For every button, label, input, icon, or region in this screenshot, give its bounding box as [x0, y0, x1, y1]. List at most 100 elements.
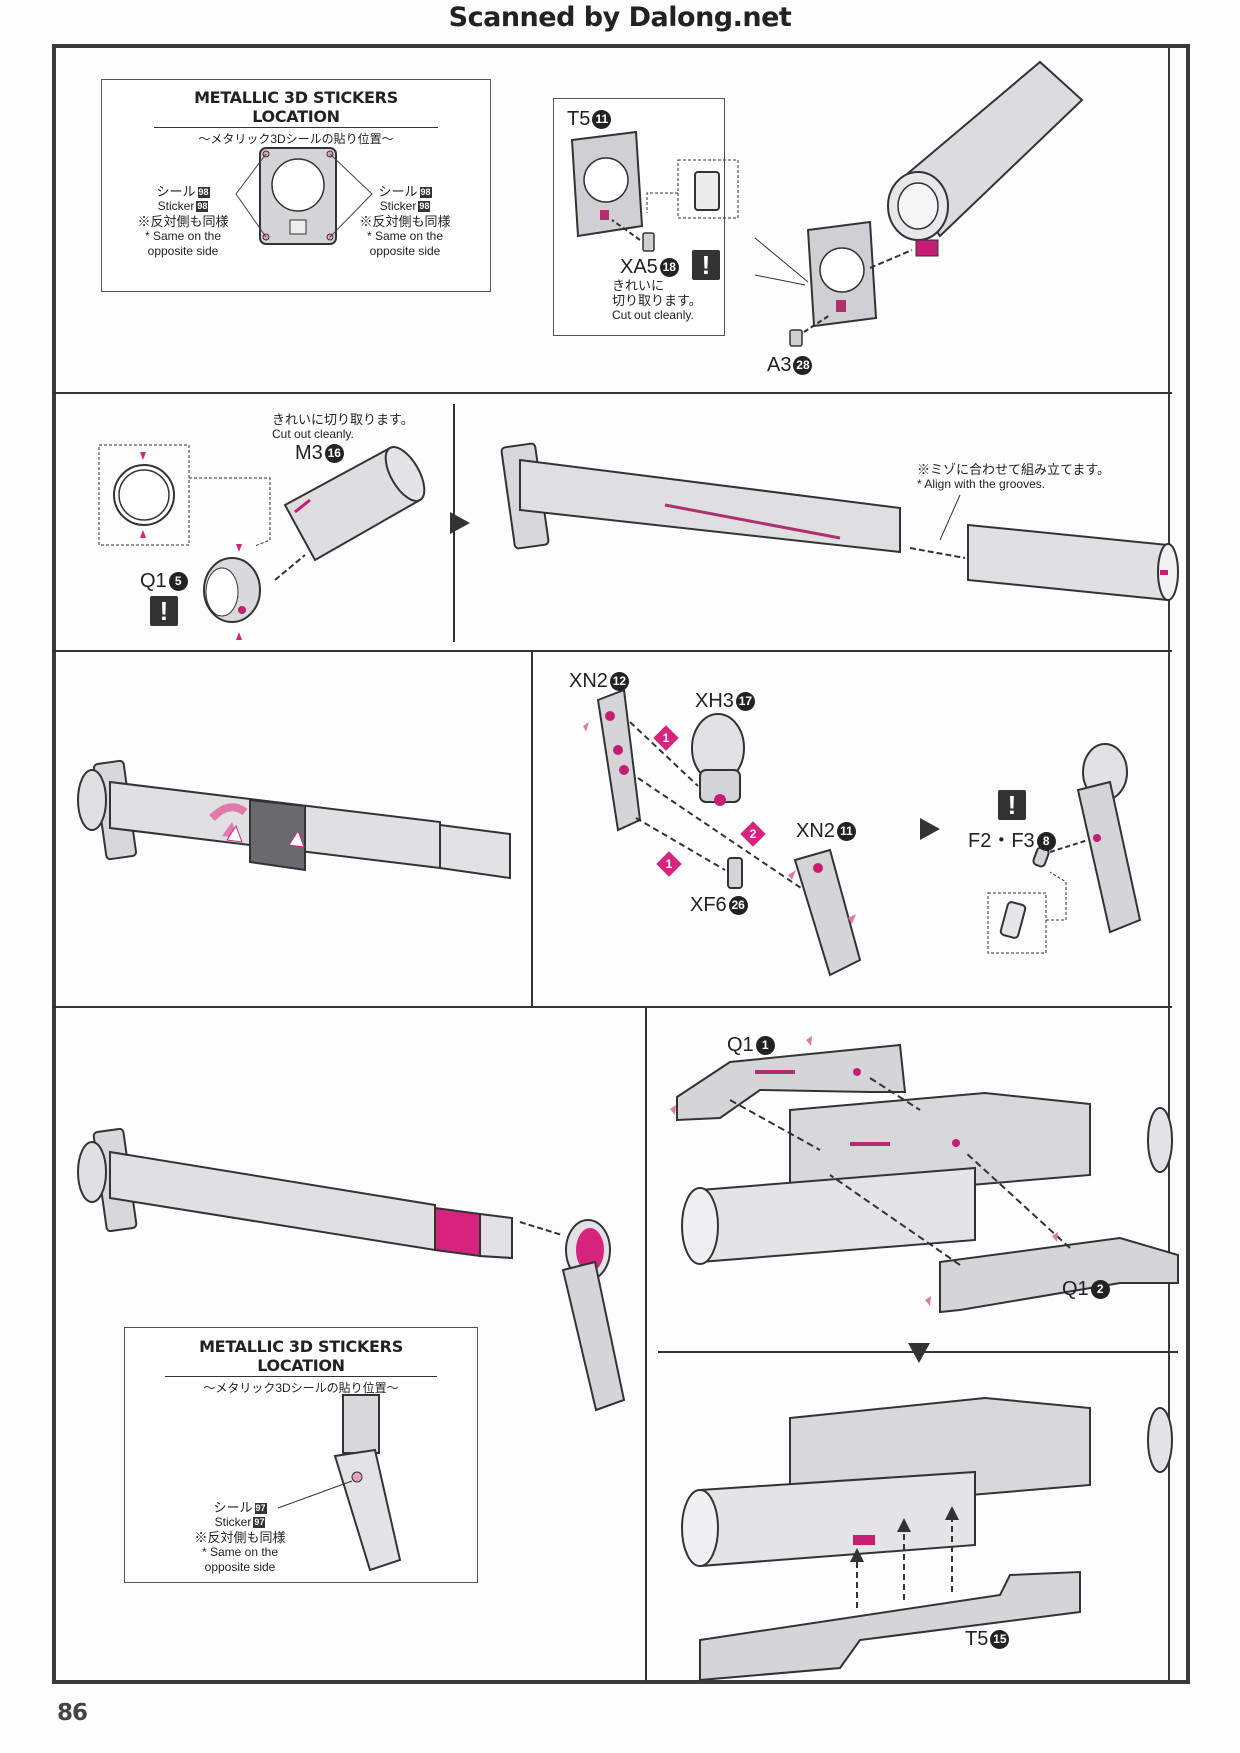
part-code: Q1: [727, 1034, 754, 1056]
runner-number: 16: [324, 444, 344, 463]
barrel-with-collar: [77, 759, 511, 880]
barrel-assembly: [500, 442, 1179, 602]
t5-15-part: [699, 1570, 1081, 1682]
sticker-box-subtitle: 〜メタリック3Dシールの貼り位置〜: [203, 1381, 399, 1395]
sticker-location-box: METALLIC 3D STICKERS LOCATION 〜メタリック3Dシー…: [124, 1327, 478, 1583]
sticker-number: 98: [418, 201, 431, 212]
callout-en: Sticker: [379, 199, 417, 213]
sticker-number: 97: [254, 1503, 267, 1514]
divider: [52, 1006, 1172, 1008]
grip-assembly: [987, 743, 1142, 954]
caution-icon: !: [150, 596, 178, 626]
callout-same-jp: ※反対側も同様: [137, 214, 229, 229]
cut-note: きれいに 切り取ります。 Cut out cleanly.: [612, 278, 702, 323]
runner-number: 11: [836, 822, 856, 841]
runner-number: 15: [990, 1630, 1010, 1649]
cut-note-jp: きれいに: [612, 278, 665, 293]
cut-note-en: Cut out cleanly.: [612, 308, 694, 322]
callout-same-en: * Same on the: [366, 229, 444, 243]
scan-credit: Scanned by Dalong.net: [448, 2, 792, 33]
callout-same-en: * Same on the: [144, 229, 222, 243]
callout-same-jp: ※反対側も同様: [194, 1530, 286, 1545]
sticker-box-title: METALLIC 3D STICKERS LOCATION: [154, 88, 438, 128]
launcher-body: [681, 1091, 1173, 1265]
page-number: 86: [57, 1700, 88, 1726]
part-code: XH3: [695, 690, 734, 712]
callout-jp: シール: [156, 184, 196, 199]
align-note-en: * Align with the grooves.: [917, 477, 1046, 491]
divider: [645, 1008, 647, 1682]
callout-same-jp: ※反対側も同様: [359, 214, 451, 229]
runner-number: 1: [755, 1036, 775, 1055]
runner-number: 18: [659, 258, 679, 277]
side-rail: [1168, 48, 1184, 1680]
part-code: XN2: [569, 670, 608, 692]
runner-number: 26: [728, 896, 748, 915]
runner-number: 2: [1090, 1280, 1110, 1299]
callout-en: Sticker: [214, 1515, 252, 1529]
callout-same-en: opposite side: [147, 244, 219, 258]
cut-note: きれいに切り取ります。 Cut out cleanly.: [272, 412, 414, 442]
divider: [52, 392, 1172, 394]
part-code: Q1: [140, 570, 167, 592]
runner-number: 11: [592, 110, 612, 129]
square-plate-illustration: [235, 147, 373, 245]
part-code: M3: [295, 442, 323, 464]
callout-jp: シール: [213, 1500, 253, 1515]
divider: [52, 650, 1172, 652]
divider: [531, 652, 533, 1006]
runner-number: 28: [793, 356, 813, 375]
caution-icon: !: [998, 790, 1026, 820]
part-code: T5: [567, 108, 591, 130]
callout-jp: シール: [378, 184, 418, 199]
part-code: Q1: [1062, 1278, 1089, 1300]
cut-note-jp: きれいに切り取ります。: [272, 412, 414, 427]
sticker-box-title: METALLIC 3D STICKERS LOCATION: [165, 1337, 437, 1377]
part-code: XF6: [690, 894, 727, 916]
runner-number: 5: [168, 572, 188, 591]
xa5-part: [642, 232, 655, 252]
part-code: T5: [965, 1628, 989, 1650]
callout-same-en: opposite side: [369, 244, 441, 258]
q1-2-part: [939, 1236, 1179, 1314]
part-code: A3: [767, 354, 792, 376]
page-frame: [52, 44, 1190, 1684]
xn2-11-part: [793, 848, 862, 977]
t5-plate: [570, 130, 644, 238]
next-step-arrow-icon: [908, 1343, 930, 1363]
callout-same-en: opposite side: [204, 1560, 276, 1574]
part-code: XN2: [796, 820, 835, 842]
runner-number: 8: [1036, 832, 1056, 851]
launcher-assembled: [681, 1396, 1173, 1568]
next-step-arrow-icon: [920, 818, 940, 840]
callout-same-en: * Same on the: [201, 1545, 279, 1559]
sticker-number: 98: [197, 187, 210, 198]
sticker-number: 98: [196, 201, 209, 212]
barrel-assembly: [869, 60, 1084, 269]
cut-note-en: Cut out cleanly.: [272, 427, 354, 441]
part-code: F2・F3: [968, 830, 1035, 852]
sticker-box-subtitle: 〜メタリック3Dシールの貼り位置〜: [198, 132, 394, 146]
next-step-arrow-icon: [450, 512, 470, 534]
a3-part: [789, 329, 803, 347]
sticker-number: 97: [253, 1517, 266, 1528]
